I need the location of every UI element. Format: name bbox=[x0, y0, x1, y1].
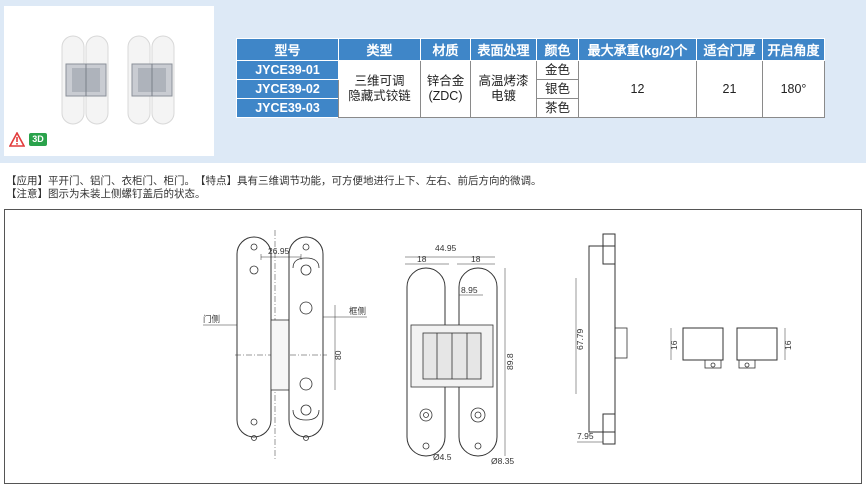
table-row: JYCE39-03 茶色 bbox=[236, 98, 825, 118]
type-cell: 三维可调隐藏式铰链 bbox=[338, 60, 421, 118]
dim-d4-5: Ø4.5 bbox=[433, 452, 452, 462]
material-cell: 锌合金(ZDC) bbox=[420, 60, 471, 118]
dim-8-95: 8.95 bbox=[461, 285, 478, 295]
table-row: JYCE39-02 银色 bbox=[236, 79, 825, 99]
dim-18-right: 18 bbox=[471, 254, 481, 264]
color-cell: 金色 bbox=[536, 60, 579, 80]
dim-44-95: 44.95 bbox=[435, 243, 457, 253]
door-side-label: 门侧 bbox=[203, 314, 220, 324]
color-cell: 茶色 bbox=[536, 98, 579, 118]
top-view: 16 16 bbox=[669, 327, 793, 369]
assembled-view: 44.95 18 18 8.95 89.8 Ø4.5 Ø8.35 bbox=[405, 243, 515, 466]
color-cell: 银色 bbox=[536, 79, 579, 99]
model-cell[interactable]: JYCE39-03 bbox=[236, 98, 339, 118]
dim-67-79: 67.79 bbox=[575, 328, 585, 350]
side-view: 67.79 7.95 bbox=[575, 233, 628, 445]
dim-26-95: 26.95 bbox=[268, 246, 290, 256]
dim-89-8: 89.8 bbox=[505, 353, 515, 370]
table-header-row: 型号 类型 材质 表面处理 颜色 最大承重(kg/2)个 适合门厚 开启角度 bbox=[236, 38, 825, 61]
frame-side-label: 框侧 bbox=[349, 306, 366, 316]
dim-7-95: 7.95 bbox=[577, 431, 594, 441]
header-type: 类型 bbox=[338, 38, 421, 61]
dim-16-left: 16 bbox=[669, 340, 679, 350]
technical-drawing: 26.95 80 门侧 框侧 44.95 18 18 8.95 bbox=[203, 230, 793, 466]
header-model: 型号 bbox=[236, 38, 339, 61]
3d-badge[interactable]: 3D bbox=[29, 133, 47, 146]
header-opening-angle: 开启角度 bbox=[762, 38, 825, 61]
dim-80: 80 bbox=[333, 350, 343, 360]
header-surface: 表面处理 bbox=[470, 38, 537, 61]
header-max-load: 最大承重(kg/2)个 bbox=[578, 38, 697, 61]
door-thickness-cell: 21 bbox=[696, 60, 763, 118]
type-line2: 隐藏式铰链 bbox=[348, 89, 411, 103]
notes-line-application: 【应用】平开门、铝门、衣柜门、柜门。 【特点】具有三维调节功能，可方便地进行上下… bbox=[6, 175, 542, 187]
opening-angle-cell: 180° bbox=[762, 60, 825, 118]
notes-line-caution: 【注意】图示为未装上侧螺钉盖后的状态。 bbox=[6, 188, 206, 200]
surface-line1: 高温烤漆 bbox=[478, 74, 529, 88]
model-cell[interactable]: JYCE39-01 bbox=[236, 60, 339, 80]
surface-line2: 电镀 bbox=[490, 89, 516, 103]
model-cell[interactable]: JYCE39-02 bbox=[236, 79, 339, 99]
dim-18-left: 18 bbox=[417, 254, 427, 264]
dim-16-right: 16 bbox=[783, 340, 793, 350]
material-line1: 锌合金 bbox=[426, 74, 465, 88]
surface-cell: 高温烤漆电镀 bbox=[470, 60, 537, 118]
front-view: 26.95 80 门侧 框侧 bbox=[203, 230, 367, 460]
warning-triangle-icon bbox=[9, 132, 25, 147]
hinge-photo-image bbox=[61, 35, 175, 125]
max-load-cell: 12 bbox=[578, 60, 697, 118]
type-line1: 三维可调 bbox=[354, 74, 405, 88]
technical-drawing-panel: 26.95 80 门侧 框侧 44.95 18 18 8.95 bbox=[4, 209, 862, 484]
material-line2: (ZDC) bbox=[428, 89, 463, 103]
header-color: 颜色 bbox=[536, 38, 579, 61]
header-material: 材质 bbox=[420, 38, 471, 61]
header-door-thickness: 适合门厚 bbox=[696, 38, 763, 61]
dim-d8-35: Ø8.35 bbox=[491, 456, 514, 466]
product-photo bbox=[4, 6, 214, 156]
table-row: JYCE39-01 三维可调隐藏式铰链 锌合金(ZDC) 高温烤漆电镀 金色 1… bbox=[236, 60, 825, 118]
spec-table: 型号 类型 材质 表面处理 颜色 最大承重(kg/2)个 适合门厚 开启角度 J… bbox=[236, 38, 825, 118]
notes: 【应用】平开门、铝门、衣柜门、柜门。 【特点】具有三维调节功能，可方便地进行上下… bbox=[6, 175, 542, 201]
